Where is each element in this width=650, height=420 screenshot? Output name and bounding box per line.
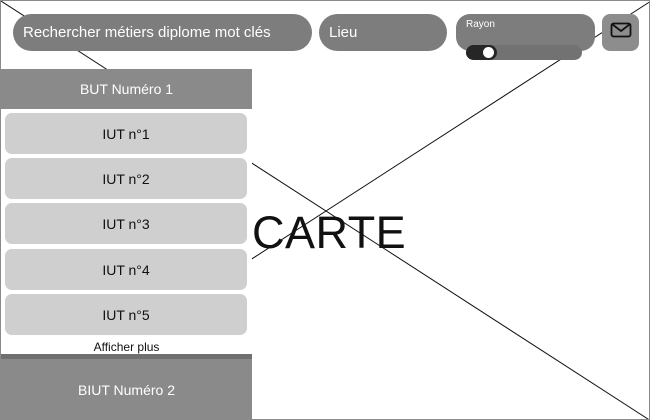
group-header-label: BIUT Numéro 2 xyxy=(78,382,175,398)
radius-control[interactable]: Rayon xyxy=(456,14,595,60)
list-item[interactable]: IUT n°4 xyxy=(5,249,247,290)
group-header-but-1[interactable]: BUT Numéro 1 xyxy=(1,69,252,109)
list-item-label: IUT n°5 xyxy=(102,306,150,323)
toggle-knob[interactable] xyxy=(483,47,494,58)
list-item[interactable]: IUT n°2 xyxy=(5,158,247,199)
list-item[interactable]: IUT n°5 xyxy=(5,294,247,335)
location-input[interactable] xyxy=(327,23,447,42)
list-item-label: IUT n°1 xyxy=(102,125,150,142)
mail-button[interactable] xyxy=(602,14,639,51)
list-item-label: IUT n°4 xyxy=(102,261,150,278)
keywords-search-field[interactable] xyxy=(13,14,312,51)
show-more-link[interactable]: Afficher plus xyxy=(93,340,160,354)
list-item[interactable]: IUT n°1 xyxy=(5,113,247,154)
sidebar: BUT Numéro 1 IUT n°1 IUT n°2 IUT n°3 IUT… xyxy=(1,69,252,419)
group-header-label: BUT Numéro 1 xyxy=(79,81,174,97)
list-item-label: IUT n°3 xyxy=(102,215,150,232)
map-title: CARTE xyxy=(252,207,407,258)
list-item-label: IUT n°2 xyxy=(102,170,150,187)
keywords-search-input[interactable] xyxy=(21,23,312,42)
mail-icon xyxy=(610,22,632,43)
radius-label: Rayon xyxy=(466,19,495,30)
radius-toggle[interactable] xyxy=(466,45,497,60)
location-field[interactable] xyxy=(319,14,447,51)
list-item[interactable]: IUT n°3 xyxy=(5,203,247,244)
group-header-biut-2[interactable]: BIUT Numéro 2 xyxy=(1,354,252,419)
